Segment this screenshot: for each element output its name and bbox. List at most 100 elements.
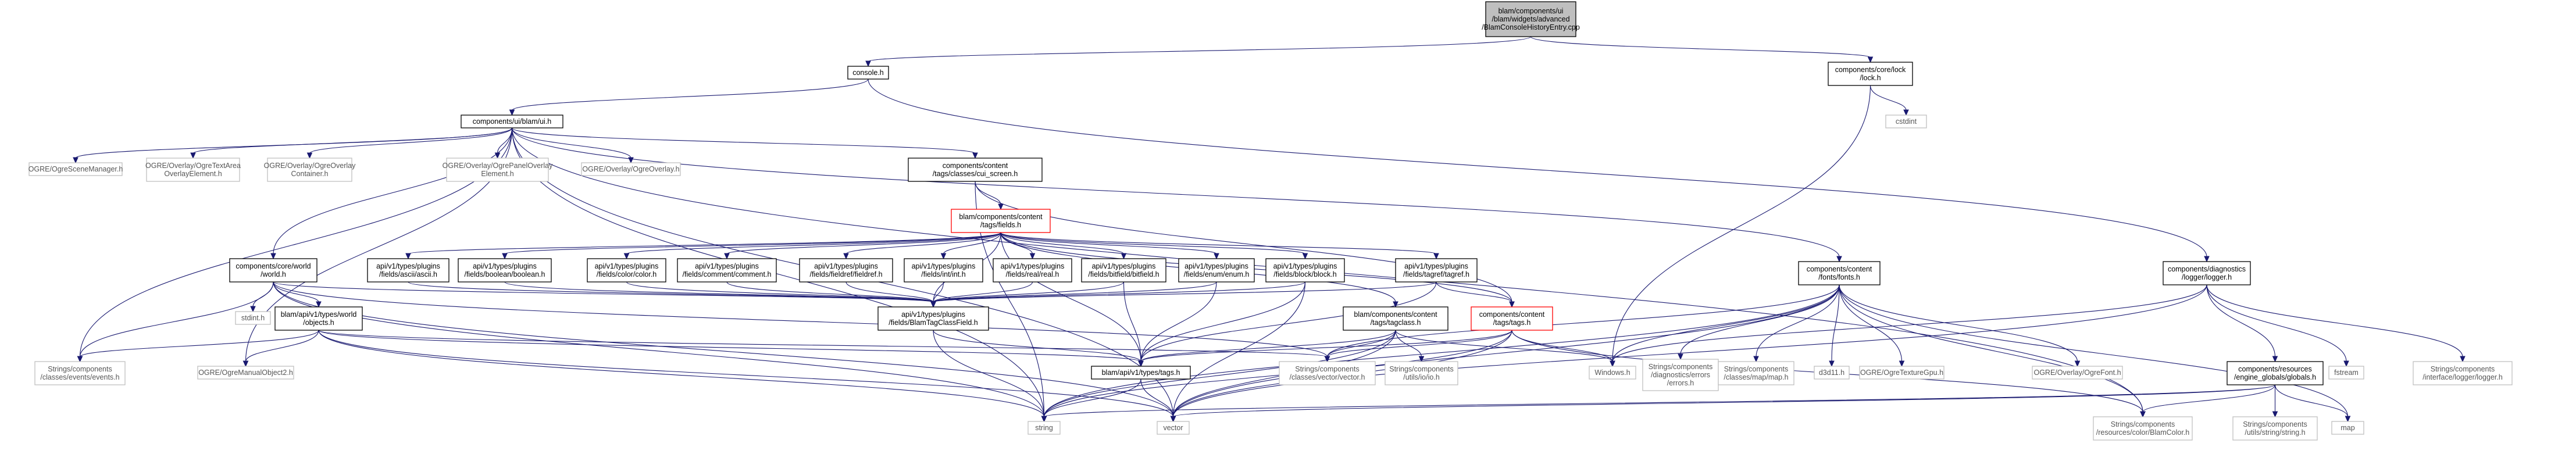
node-api-v1-types-plugins-fields-block-block-h[interactable]: api/v1/types/plugins/fields/block/block.… [1265,258,1345,283]
node-label-line: components/resources [2238,365,2311,373]
node-label-line: /fields/int/int.h [921,270,965,278]
node-api-v1-types-plugins-fields-enum-enum-h[interactable]: api/v1/types/plugins/fields/enum/enum.h [1178,258,1255,283]
node-label-line: components/diagnostics [2168,265,2246,273]
node-blam-api-v1-types-tags-h[interactable]: blam/api/v1/types/tags.h [1091,366,1191,380]
node-label-line: api/v1/types/plugins [473,262,537,270]
node-ogre-ogretexturegpu-h: OGRE/OgreTextureGpu.h [1859,366,1945,380]
node-components-content-tags-classes-cui-screen-h[interactable]: components/content/tags/classes/cui_scre… [908,158,1043,182]
node-label-line: api/v1/types/plugins [901,310,965,319]
edge-n21-n33 [1140,281,1217,362]
edge-n27-n32 [245,330,319,362]
node-label-line: /fields/enum/enum.h [1184,270,1250,278]
node-label-line: string [1035,424,1053,432]
edge-arrowhead [865,60,871,67]
node-blam-components-content-tags-fields-h[interactable]: blam/components/content/tags/fields.h [951,209,1051,233]
node-components-core-lock-lock-h[interactable]: components/core/lock/lock.h [1828,62,1913,86]
node-box [1279,361,1376,385]
node-api-v1-types-plugins-fields-blamtagclassfield-h[interactable]: api/v1/types/plugins/fields/BlamTagClass… [877,306,989,331]
node-box [267,158,352,182]
node-console-h[interactable]: console.h [847,66,889,80]
node-label-line: Windows.h [1594,369,1630,377]
edge-arrowhead [2345,416,2351,423]
node-api-v1-types-plugins-fields-bitfield-bitfield-h[interactable]: api/v1/types/plugins/fields/bitfield/bit… [1081,258,1166,283]
node-api-v1-types-plugins-fields-boolean-boolean-h[interactable]: api/v1/types/plugins/fields/boolean/bool… [458,258,552,283]
edge-arrowhead [1302,253,1308,260]
edge-n2-n36 [1612,85,1871,362]
node-api-v1-types-plugins-fields-ascii-ascii-h[interactable]: api/v1/types/plugins/fields/ascii/ascii.… [367,258,449,283]
edge-n1-n25 [868,78,2207,258]
edge-n4-n7 [309,127,513,154]
node-box [908,158,1043,182]
graph-edges [73,36,2466,423]
node-label-line: /fields/real/real.h [1006,270,1059,278]
node-label-line: /utils/string/string.h [2245,428,2305,437]
node-api-v1-types-plugins-fields-fieldref-fieldref-h[interactable]: api/v1/types/plugins/fields/fieldref/fie… [799,258,893,283]
node-box [2163,261,2251,285]
edge-n12-n26 [252,281,274,308]
node-blam-components-ui-blam-widgets-advanced-blamconsolehistoryentry-cpp[interactable]: blam/components/ui/blam/widgets/advanced… [1482,1,1580,37]
edge-n4-n24 [511,127,1840,258]
node-api-v1-types-plugins-fields-real-real-h[interactable]: api/v1/types/plugins/fields/real/real.h [993,258,1072,283]
node-box [2227,361,2324,385]
edge-arrowhead [2204,256,2210,263]
edge-n24-n49 [1839,284,2349,417]
node-label-line: /resources/color/BlamColor.h [2096,428,2190,437]
node-box [877,306,989,331]
node-components-content-tags-tags-h[interactable]: components/content/tags/tags.h [1471,306,1553,331]
node-api-v1-types-plugins-fields-comment-comment-h[interactable]: api/v1/types/plugins/fields/comment/comm… [677,258,777,283]
edge-arrowhead [316,301,322,308]
node-components-resources-engine-globals-globals-h[interactable]: components/resources/engine_globals/glob… [2227,361,2324,385]
node-strings-components-utils-string-string-h: Strings/components/utils/string/string.h [2232,416,2318,441]
node-strings-components-diagnostics-errors-errors-h: Strings/components/diagnostics/errors/er… [1642,359,1719,391]
edge-n12-n34 [273,281,1328,358]
edge-n17-n28 [845,281,934,303]
node-label-line: Strings/components [1649,363,1712,371]
edge-n30-n34 [1326,330,1512,358]
node-components-ui-blam-ui-h[interactable]: components/ui/blam/ui.h [461,115,563,128]
node-strings-components-utils-io-io-h: Strings/components/utils/io/io.h [1385,361,1458,385]
edge-n33-n45 [1043,378,1141,417]
edge-n22-n28 [933,281,1306,303]
node-api-v1-types-plugins-fields-color-color-h[interactable]: api/v1/types/plugins/fields/color/color.… [587,258,666,283]
edge-arrowhead [1610,360,1615,367]
node-label-line: components/core/world [236,262,311,270]
edge-n4-n9 [511,127,631,159]
node-blam-components-content-tags-tagclass-h[interactable]: blam/components/content/tags/tagclass.h [1343,306,1448,331]
edge-n18-n28 [933,281,944,303]
node-ogre-overlay-ogretextareaoverlayelement-h: OGRE/Overlay/OgreTextAreaOverlayElement.… [145,158,241,182]
edge-arrowhead [1867,56,1874,63]
node-label-line: api/v1/types/plugins [1404,262,1468,270]
edge-n11-n21 [1000,232,1217,255]
edge-arrowhead [242,360,249,367]
edge-arrowhead [1829,360,1835,367]
node-box [229,258,317,283]
node-blam-api-v1-types-world-objects-h[interactable]: blam/api/v1/types/world/objects.h [274,306,363,331]
node-components-content-fonts-fonts-h[interactable]: components/content/fonts/fonts.h [1798,261,1881,285]
edge-arrowhead [1170,416,1176,423]
edge-n4-n12 [273,127,513,255]
node-box [2328,366,2364,380]
node-components-diagnostics-logger-logger-h[interactable]: components/diagnostics/logger/logger.h [2163,261,2251,285]
edge-n12-n27 [273,281,319,303]
edge-arrowhead [1903,109,1909,116]
node-api-v1-types-plugins-fields-tagref-tagref-h[interactable]: api/v1/types/plugins/fields/tagref/tagre… [1395,258,1478,283]
node-d3d11-h: d3d11.h [1814,366,1850,380]
node-ogre-ogrescenemanager-h: OGRE/OgreSceneManager.h [28,162,123,176]
node-label-line: /fields/block/block.h [1273,270,1336,278]
edge-arrowhead [1041,416,1047,423]
edge-n2-n3 [1869,85,1907,111]
edge-n24-n34 [1326,284,1840,358]
edge-n1-n4 [511,78,869,111]
node-label-line: blam/api/v1/types/tags.h [1102,369,1180,377]
edge-n21-n28 [933,281,1217,303]
node-api-v1-types-plugins-fields-int-int-h[interactable]: api/v1/types/plugins/fields/int/int.h [904,258,983,283]
node-box [1027,421,1061,435]
node-label-line: d3d11.h [1819,369,1844,377]
edge-arrowhead [2343,360,2349,367]
node-components-core-world-world-h[interactable]: components/core/world/world.h [229,258,317,283]
edge-n25-n44 [2206,284,2463,358]
node-label-line: Element.h [481,170,513,178]
edge-arrowhead [843,253,849,260]
node-box [1157,421,1190,435]
